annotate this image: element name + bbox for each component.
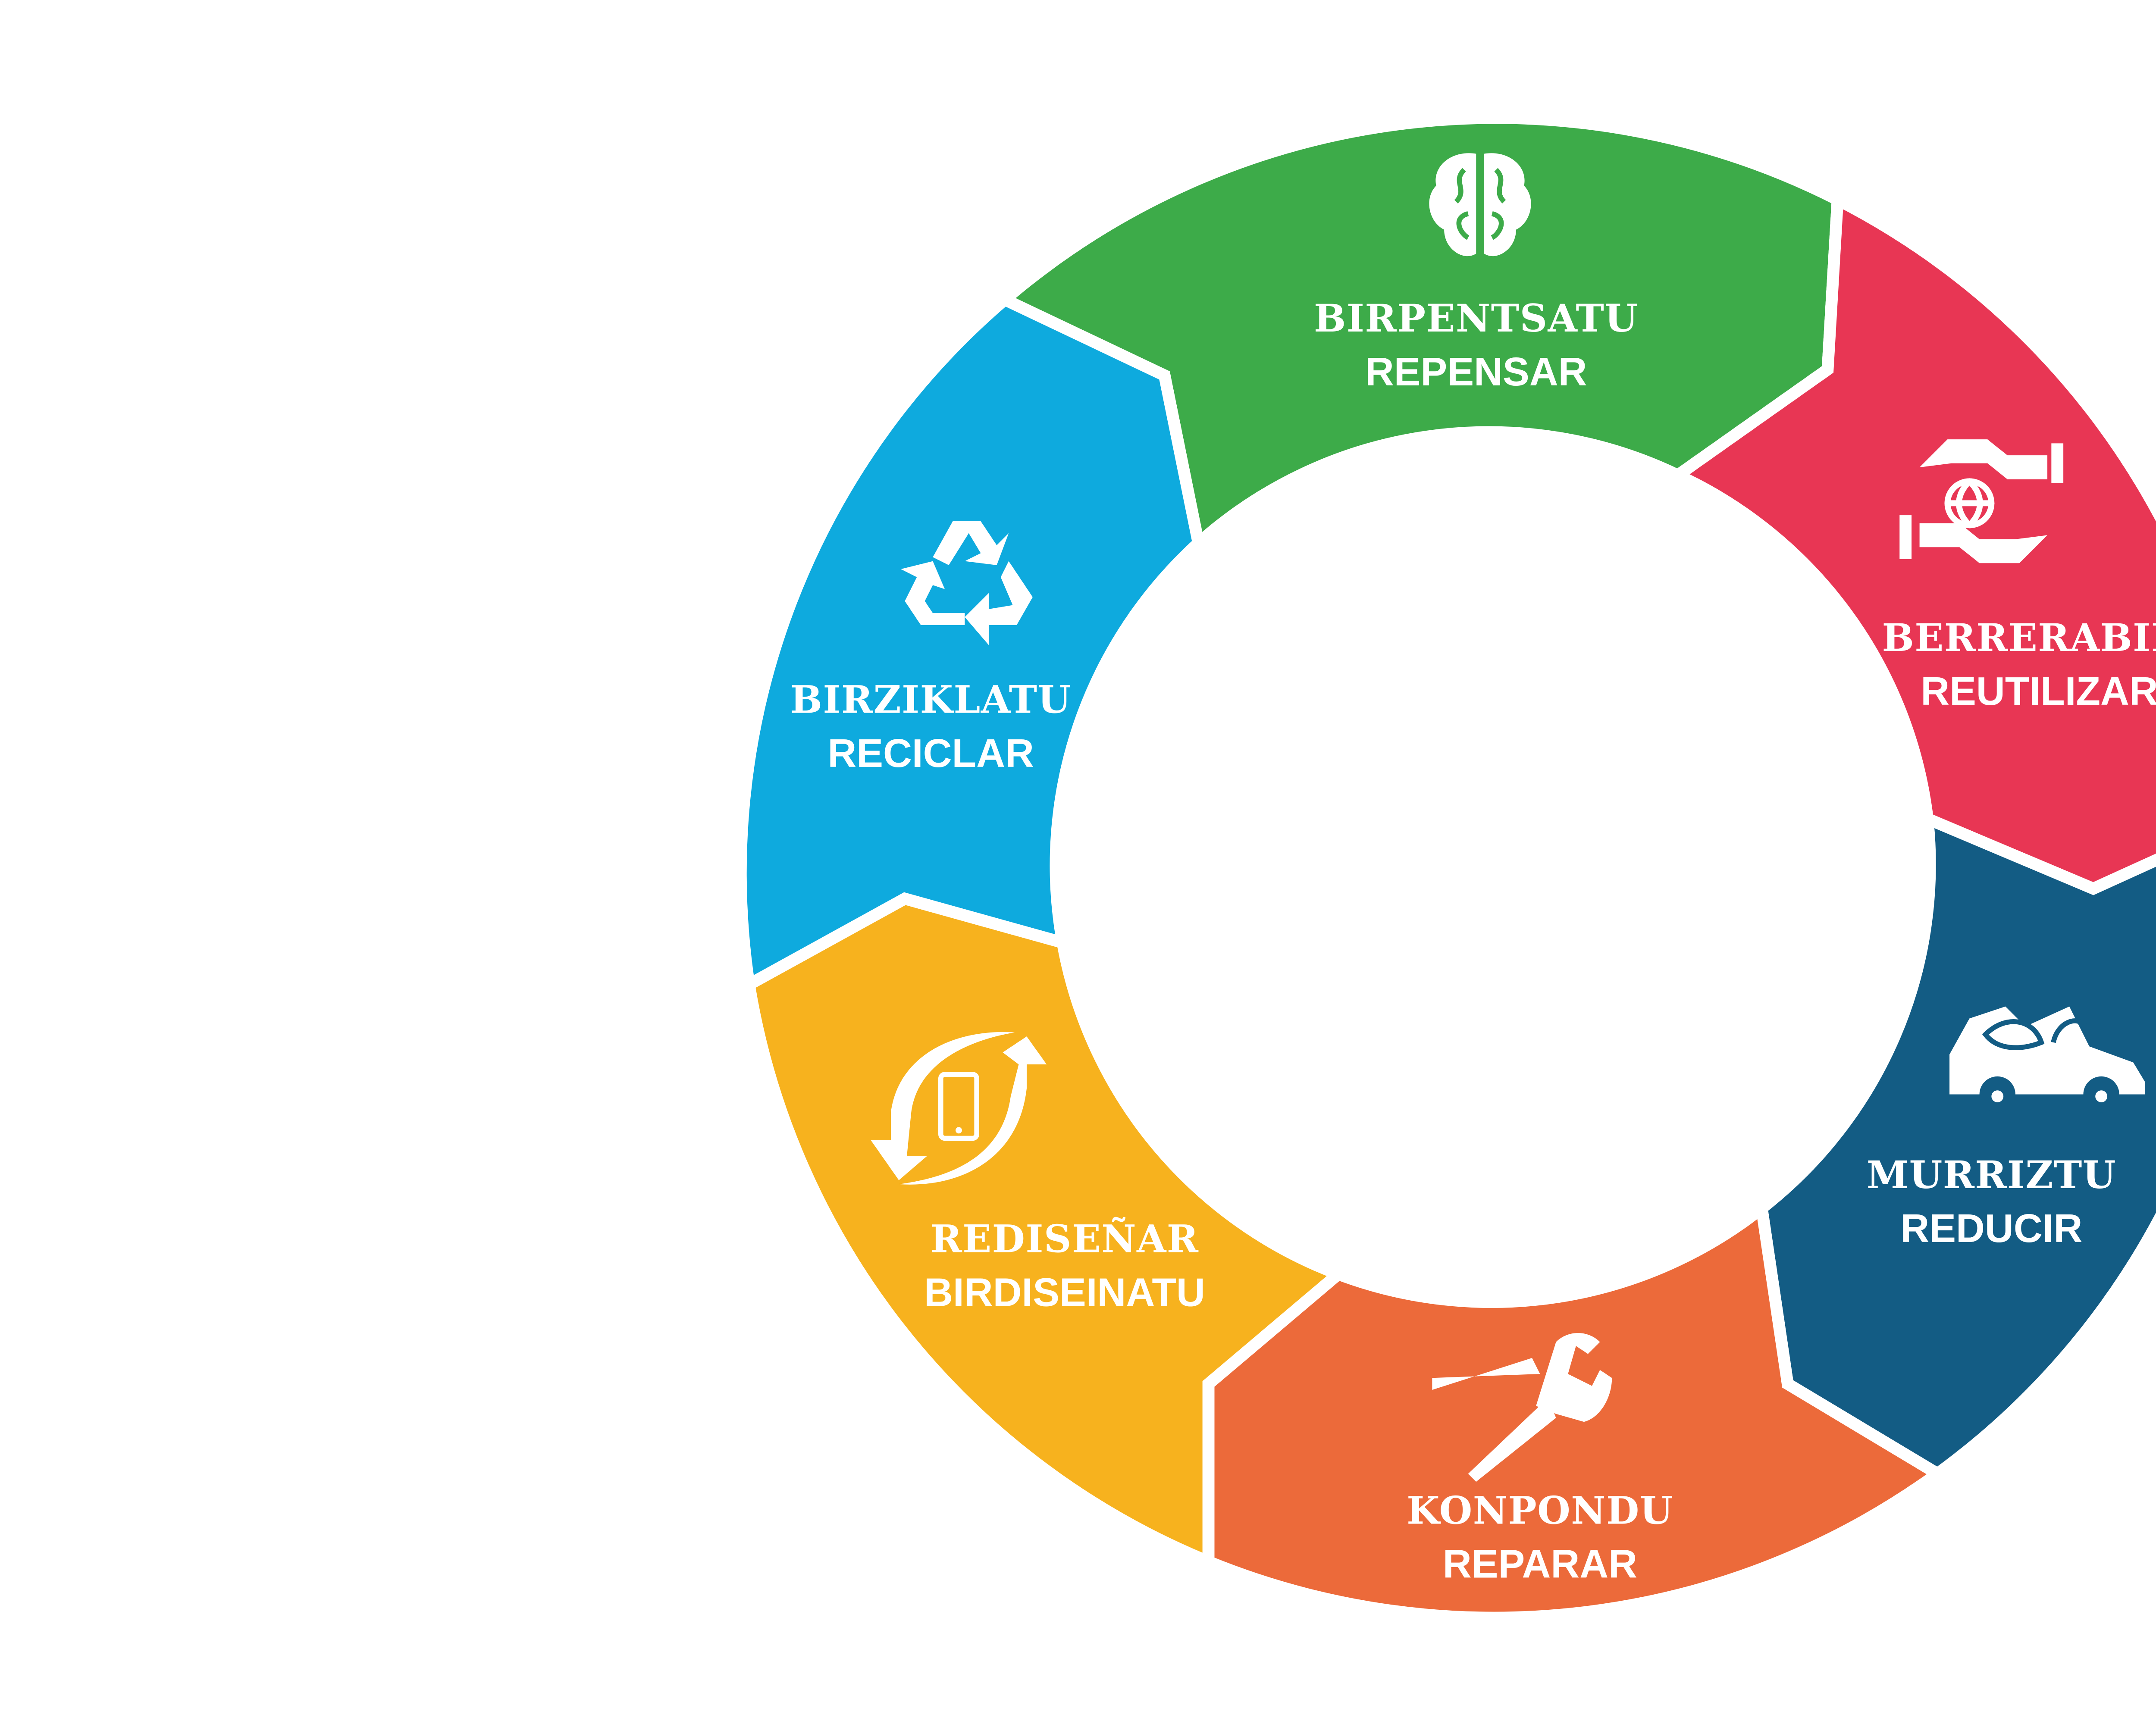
hands-globe-icon <box>1899 439 2064 563</box>
redesign-title: REDISEÑAR <box>931 1216 1199 1261</box>
phone-cycle-icon <box>871 1032 1047 1185</box>
segment-recycle <box>735 292 1205 994</box>
brain-icon <box>1429 153 1531 257</box>
recycle-icon <box>901 521 1033 645</box>
eco-car-icon <box>1949 1006 2146 1113</box>
rethink-title: BIRPENTSATU <box>1314 296 1638 341</box>
recycle-title: BIRZIKLATU <box>790 677 1072 722</box>
wrench-tools-icon <box>1432 1333 1612 1482</box>
segment-rethink <box>993 112 1844 555</box>
segment-reduce <box>1755 809 2156 1481</box>
reduce-title: MURRIZTU <box>1867 1152 2116 1197</box>
segment-reuse <box>1666 190 2156 895</box>
reuse-subtitle: REUTILIZAR <box>1921 669 2156 713</box>
repair-subtitle: REPARAR <box>1443 1541 1637 1586</box>
reuse-title: BERRERABILI <box>1882 615 2156 660</box>
repair-title: KONPONDU <box>1407 1488 1673 1533</box>
reduce-subtitle: REDUCIR <box>1900 1206 2082 1251</box>
segment-redesign <box>742 892 1350 1571</box>
redesign-subtitle: BIRDISEINATU <box>924 1270 1205 1314</box>
rethink-subtitle: REPENSAR <box>1365 349 1587 394</box>
recycle-subtitle: RECICLAR <box>827 731 1034 776</box>
